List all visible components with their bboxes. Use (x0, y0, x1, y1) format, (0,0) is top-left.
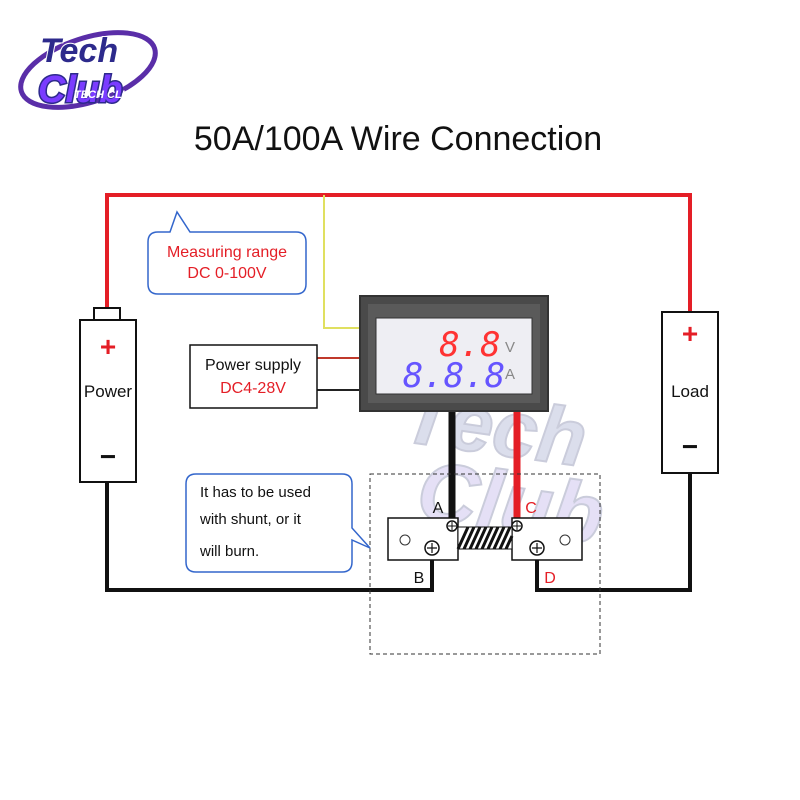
terminal-label-a: A (433, 500, 444, 517)
yellow-sense-wire (323, 195, 362, 329)
power-supply-line1: Power supply (205, 357, 301, 374)
amp-unit: A (505, 366, 515, 383)
power-supply-line2: DC4-28V (220, 380, 286, 397)
logo-text-club: Club (38, 69, 122, 111)
terminal-label-b: B (414, 570, 425, 587)
measuring-range-callout: Measuring range DC 0-100V (147, 210, 307, 295)
volt-display: 8.8 (439, 325, 500, 365)
shunt-callout-line2: with shunt, or it (199, 511, 302, 528)
shunt-callout-line1: It has to be used (200, 484, 311, 501)
black-wire-power-to-b (105, 482, 434, 592)
terminal-label-d: D (544, 570, 556, 587)
shunt-hole-left (399, 534, 411, 546)
load-body (661, 311, 719, 474)
meter-display: 8.8 V 8.8.8 A (359, 295, 549, 412)
terminal-label-c: C (525, 500, 537, 517)
power-minus-sign: − (100, 441, 116, 472)
terminal-screw-a (446, 520, 458, 532)
amp-display: 8.8.8 (403, 356, 505, 396)
power-source-body (79, 319, 137, 483)
power-plus-sign: + (100, 331, 116, 362)
shunt (387, 517, 583, 561)
load-minus-sign: − (682, 431, 698, 462)
power-supply-frame (189, 344, 318, 409)
shunt-callout-line3: will burn. (199, 543, 259, 560)
load-label: Load (671, 382, 709, 401)
meter-screen (375, 317, 533, 395)
power-source: + Power − (79, 307, 137, 483)
diagram-title: 50A/100A Wire Connection (194, 120, 602, 158)
logo-text-tech: Tech (40, 32, 118, 70)
terminal-screw-b (424, 540, 440, 556)
shunt-block-right (511, 517, 583, 561)
shunt-hole-right (559, 534, 571, 546)
black-wire-d-to-load (535, 473, 692, 592)
shunt-warning-callout: It has to be used with shunt, or it will… (185, 473, 371, 573)
volt-unit: V (505, 339, 515, 356)
power-label: Power (84, 382, 133, 401)
red-wire-top (105, 193, 692, 312)
shunt-resistor-element (456, 526, 514, 550)
range-callout-line2: DC 0-100V (187, 265, 266, 282)
power-source-cap (93, 307, 121, 321)
range-callout-line1: Measuring range (167, 244, 287, 261)
load-plus-sign: + (682, 318, 698, 349)
power-supply-box: Power supply DC4-28V (189, 344, 318, 409)
tech-club-logo: Tech Club TECH CLUB (18, 30, 158, 113)
load-box: + Load − (661, 311, 719, 474)
logo-subtext: TECH CLUB (74, 89, 138, 101)
terminal-screw-c (511, 520, 523, 532)
range-callout-bubble (147, 210, 307, 295)
shunt-callout-bubble (185, 473, 371, 573)
terminal-screw-d (529, 540, 545, 556)
shunt-dashed-outline (369, 473, 601, 655)
